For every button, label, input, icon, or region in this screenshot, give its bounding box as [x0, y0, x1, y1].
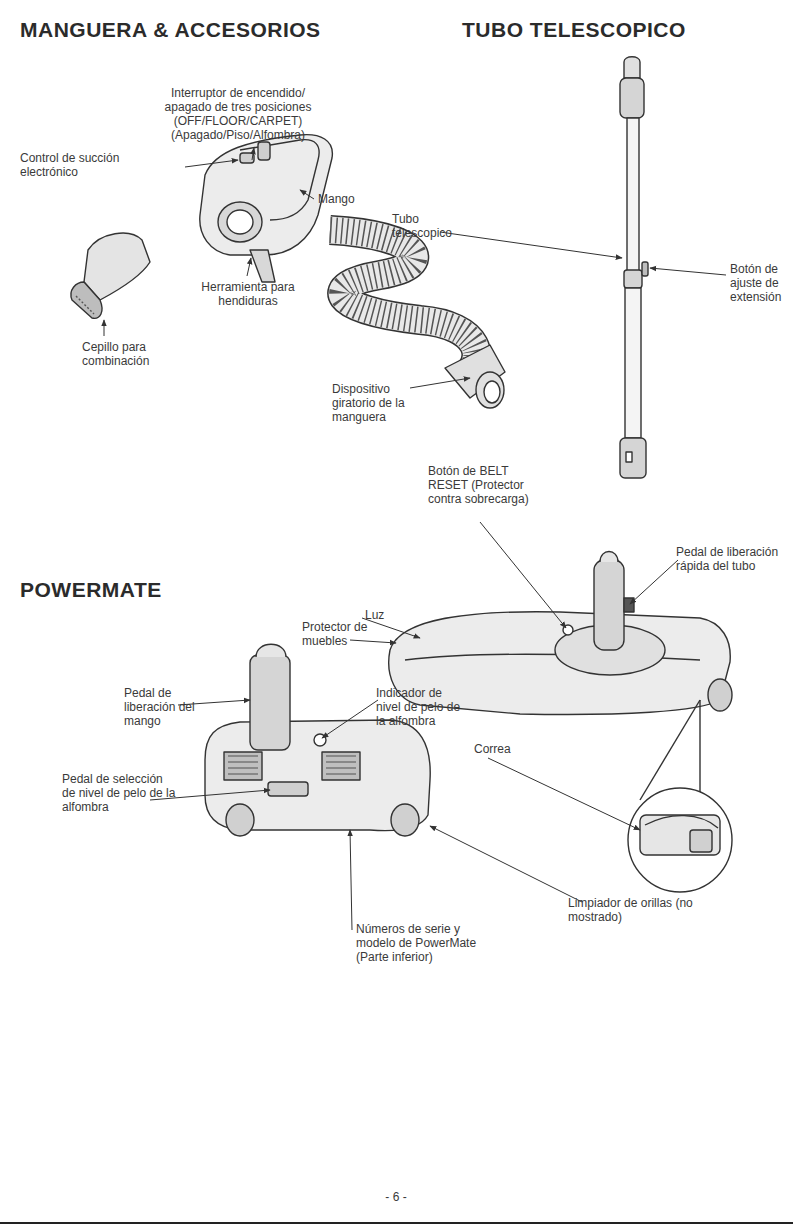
hose-handle: [200, 135, 333, 282]
flexible-hose: [330, 230, 505, 408]
part-label: Limpiador de orillas (no mostrado): [568, 896, 698, 924]
part-label: Números de serie y modelo de PowerMate (…: [356, 922, 490, 964]
part-label: Cepillo para combinación: [82, 340, 162, 368]
part-label: Interruptor de encendido/ apagado de tre…: [150, 86, 326, 142]
part-label: Pedal de selección de nivel de pelo de l…: [62, 772, 176, 814]
page-number: - 6 -: [346, 1190, 446, 1204]
combination-brush: [71, 233, 150, 318]
leader-lines: [104, 148, 726, 930]
part-label: Indicador de nivel de pelo de la alfombr…: [376, 686, 466, 728]
page-rule: [0, 1222, 793, 1224]
belt-detail: [628, 788, 732, 892]
part-label: Pedal de liberación rápida del tubo: [676, 545, 793, 573]
part-label: Protector de muebles: [302, 620, 368, 648]
powermate-front: [205, 644, 430, 836]
part-label: Herramienta para hendiduras: [198, 280, 298, 308]
part-label: Correa: [474, 742, 534, 756]
section-heading: POWERMATE: [20, 578, 220, 602]
part-label: Botón de ajuste de extensión: [730, 262, 790, 304]
section-heading: MANGUERA & ACCESORIOS: [20, 18, 400, 42]
part-label: Pedal de liberación del mango: [124, 686, 198, 728]
part-label: Luz: [365, 608, 405, 622]
part-label: Control de succión electrónico: [20, 151, 140, 179]
part-label: Mango: [318, 192, 378, 206]
powermate-top: [389, 552, 732, 801]
part-label: Botón de BELT RESET (Protector contra so…: [428, 464, 536, 506]
telescopic-wand: [620, 57, 648, 478]
part-label: Tubo telescopico: [392, 212, 462, 240]
part-label: Dispositivo giratorio de la manguera: [332, 382, 412, 424]
section-heading: TUBO TELESCOPICO: [462, 18, 782, 42]
